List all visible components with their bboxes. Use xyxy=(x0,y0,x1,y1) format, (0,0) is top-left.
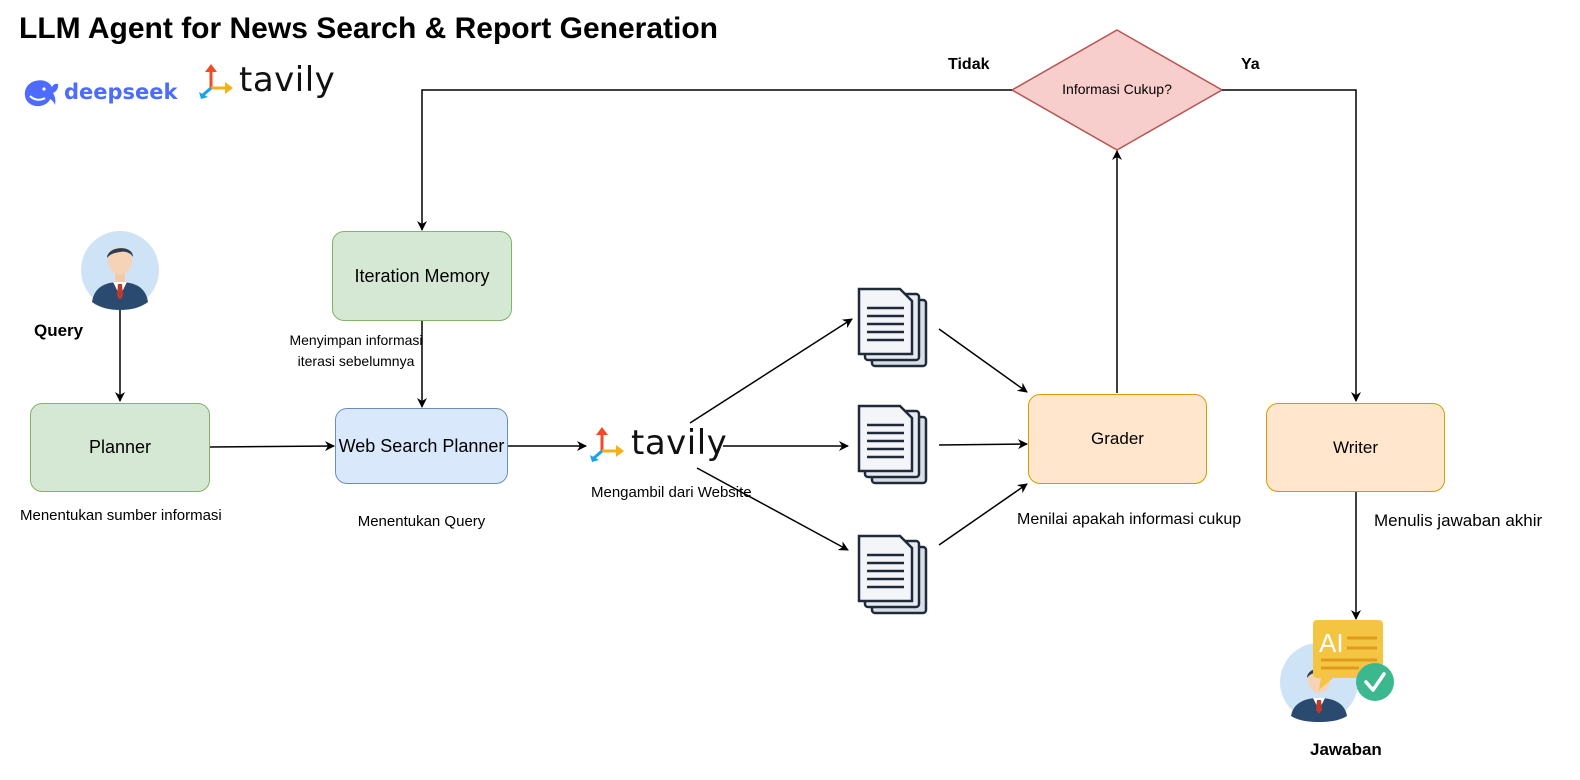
edge-doc3-grader xyxy=(938,483,1028,546)
edge-tavily-doc3 xyxy=(696,467,849,551)
edge-doc2-grader xyxy=(938,439,1028,450)
query-label: Query xyxy=(34,321,84,340)
planner-node[interactable]: Planner xyxy=(30,403,210,492)
memory-description-line2: iterasi sebelumnya xyxy=(297,353,415,369)
grader-node[interactable]: Grader xyxy=(1028,394,1207,484)
tavily-arrows-icon xyxy=(199,64,233,99)
edge-planner-wsp xyxy=(209,441,335,452)
edge-label-no: Tidak xyxy=(948,56,990,73)
tavily-arrows-icon xyxy=(590,427,624,462)
tavily-wordmark: tavily xyxy=(631,423,728,463)
edge-tavily-doc1 xyxy=(689,318,853,424)
edge-decision-no xyxy=(417,89,1012,231)
iteration-memory-node[interactable]: Iteration Memory xyxy=(332,231,512,321)
writer-node[interactable]: Writer xyxy=(1266,403,1445,492)
tavily-wordmark: tavily xyxy=(239,60,336,100)
deepseek-wordmark: deepseek xyxy=(64,80,178,104)
document-stack-icon xyxy=(856,533,932,617)
web-search-planner-node[interactable]: Web Search Planner xyxy=(335,408,508,484)
page-title: LLM Agent for News Search & Report Gener… xyxy=(19,12,718,45)
wsp-description: Menentukan Query xyxy=(357,513,486,530)
deepseek-logo: deepseek xyxy=(22,76,178,110)
document-stack-icon xyxy=(856,403,932,487)
ai-badge-text: AI xyxy=(1319,628,1344,658)
document-stack-icon xyxy=(856,286,932,370)
memory-description-line1: Menyimpan informasi xyxy=(289,332,423,348)
decision-label: Informasi Cukup? xyxy=(1062,81,1172,97)
edge-decision-yes xyxy=(1222,89,1361,402)
tavily-description: Mengambil dari Website xyxy=(591,484,752,501)
grader-description: Menilai apakah informasi cukup xyxy=(1017,511,1242,528)
planner-description: Menentukan sumber informasi xyxy=(20,507,222,524)
ai-answer-icon: AI xyxy=(1279,618,1399,724)
edge-label-yes: Ya xyxy=(1241,56,1260,73)
writer-description: Menulis jawaban akhir xyxy=(1374,511,1543,530)
answer-label: Jawaban xyxy=(1310,740,1382,759)
user-avatar-icon xyxy=(80,230,160,310)
deepseek-whale-icon xyxy=(24,80,59,107)
tavily-logo-header: tavily xyxy=(199,60,339,102)
edge-doc1-grader xyxy=(938,328,1028,393)
tavily-logo-flow[interactable]: tavily xyxy=(590,423,728,467)
